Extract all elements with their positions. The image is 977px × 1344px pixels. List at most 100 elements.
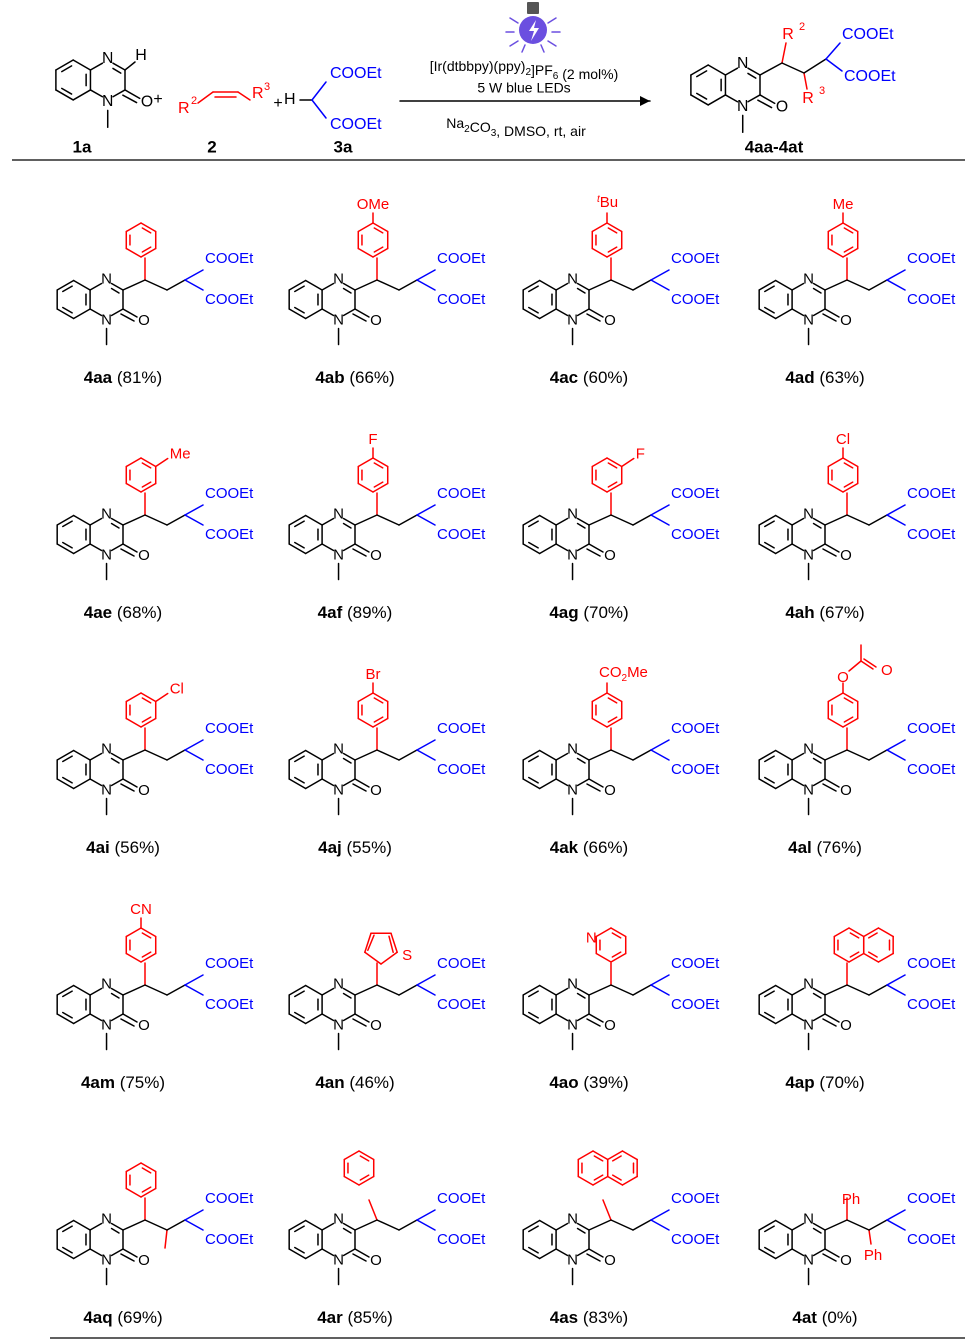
bond: [588, 308, 604, 318]
bond: [538, 1013, 557, 1025]
bond: [860, 660, 874, 670]
product-yield: (70%): [579, 603, 629, 622]
bond: [357, 222, 374, 233]
nitrogen-label: N: [567, 1016, 578, 1033]
bond: [824, 543, 840, 553]
bond: [342, 778, 356, 787]
bond: [886, 984, 906, 996]
nitrogen-label: N: [333, 1210, 344, 1227]
bond: [774, 984, 793, 996]
bond: [125, 927, 142, 938]
ester-label: COOEt: [437, 761, 486, 778]
r2-superscript: 2: [799, 21, 805, 33]
bond: [764, 520, 775, 528]
ester-label: COOEt: [205, 955, 254, 972]
benzo-ring: [288, 984, 323, 1025]
bond: [607, 481, 618, 488]
benzo-ring: [288, 514, 323, 555]
bond: [591, 247, 608, 258]
bond: [886, 269, 906, 281]
oxygen-label: O: [840, 1017, 852, 1034]
bond: [61, 65, 73, 73]
bond: [288, 1248, 307, 1260]
bond: [538, 279, 557, 291]
bond: [846, 749, 870, 761]
bond: [842, 457, 859, 468]
bond: [843, 481, 854, 488]
bond: [842, 247, 859, 258]
bond: [764, 1225, 775, 1233]
substituent-part: CO: [599, 664, 622, 681]
bond: [62, 306, 73, 314]
bond: [812, 757, 822, 764]
oxygen-label: O: [604, 1017, 616, 1034]
bond: [184, 984, 204, 996]
nitrogen-label: N: [803, 1251, 814, 1268]
bond: [72, 1013, 91, 1025]
bond: [886, 749, 906, 761]
bond: [288, 1013, 307, 1025]
bond: [528, 1011, 539, 1019]
nitrogen-label: N: [101, 781, 112, 798]
ester-label: COOEt: [205, 996, 254, 1013]
bond: [72, 778, 91, 790]
bond: [110, 308, 124, 317]
bond: [416, 279, 436, 291]
benzo-ring: [56, 749, 91, 790]
bond: [522, 778, 541, 790]
bond: [321, 517, 335, 526]
product-code: 4am: [81, 1073, 115, 1092]
benzo-ring: [55, 59, 92, 101]
bond: [774, 749, 793, 761]
nitrogen-label: N: [101, 505, 112, 522]
bond: [576, 308, 590, 317]
conditions-text-part: Na: [446, 115, 464, 131]
bond: [122, 749, 146, 761]
bond: [610, 749, 634, 761]
bond: [812, 1227, 822, 1234]
bond: [342, 282, 356, 291]
bond: [791, 282, 805, 291]
bond: [56, 778, 75, 790]
bond: [416, 1209, 436, 1221]
bond: [591, 457, 608, 468]
bond: [577, 1150, 594, 1161]
ester-label: COOEt: [437, 955, 486, 972]
aryl-ring: [591, 457, 623, 493]
bond: [827, 247, 844, 258]
bond: [528, 1246, 539, 1254]
bond: [522, 308, 541, 320]
benzo-ring: [56, 514, 91, 555]
bond: [822, 783, 837, 792]
bond: [632, 749, 652, 761]
light-ray: [547, 40, 557, 47]
bond: [140, 1187, 157, 1198]
ester-label: COOEt: [671, 955, 720, 972]
bond: [862, 952, 880, 963]
bond: [354, 543, 370, 553]
bond: [555, 517, 569, 526]
bond: [294, 285, 305, 293]
nitrogen-label: N: [101, 1016, 112, 1033]
compound-label-2: 2: [207, 137, 216, 156]
oxygen-label: O: [840, 547, 852, 564]
bond: [812, 522, 822, 529]
bond: [342, 308, 356, 317]
bond: [184, 1219, 204, 1231]
conditions-text-part: 2: [464, 124, 470, 135]
